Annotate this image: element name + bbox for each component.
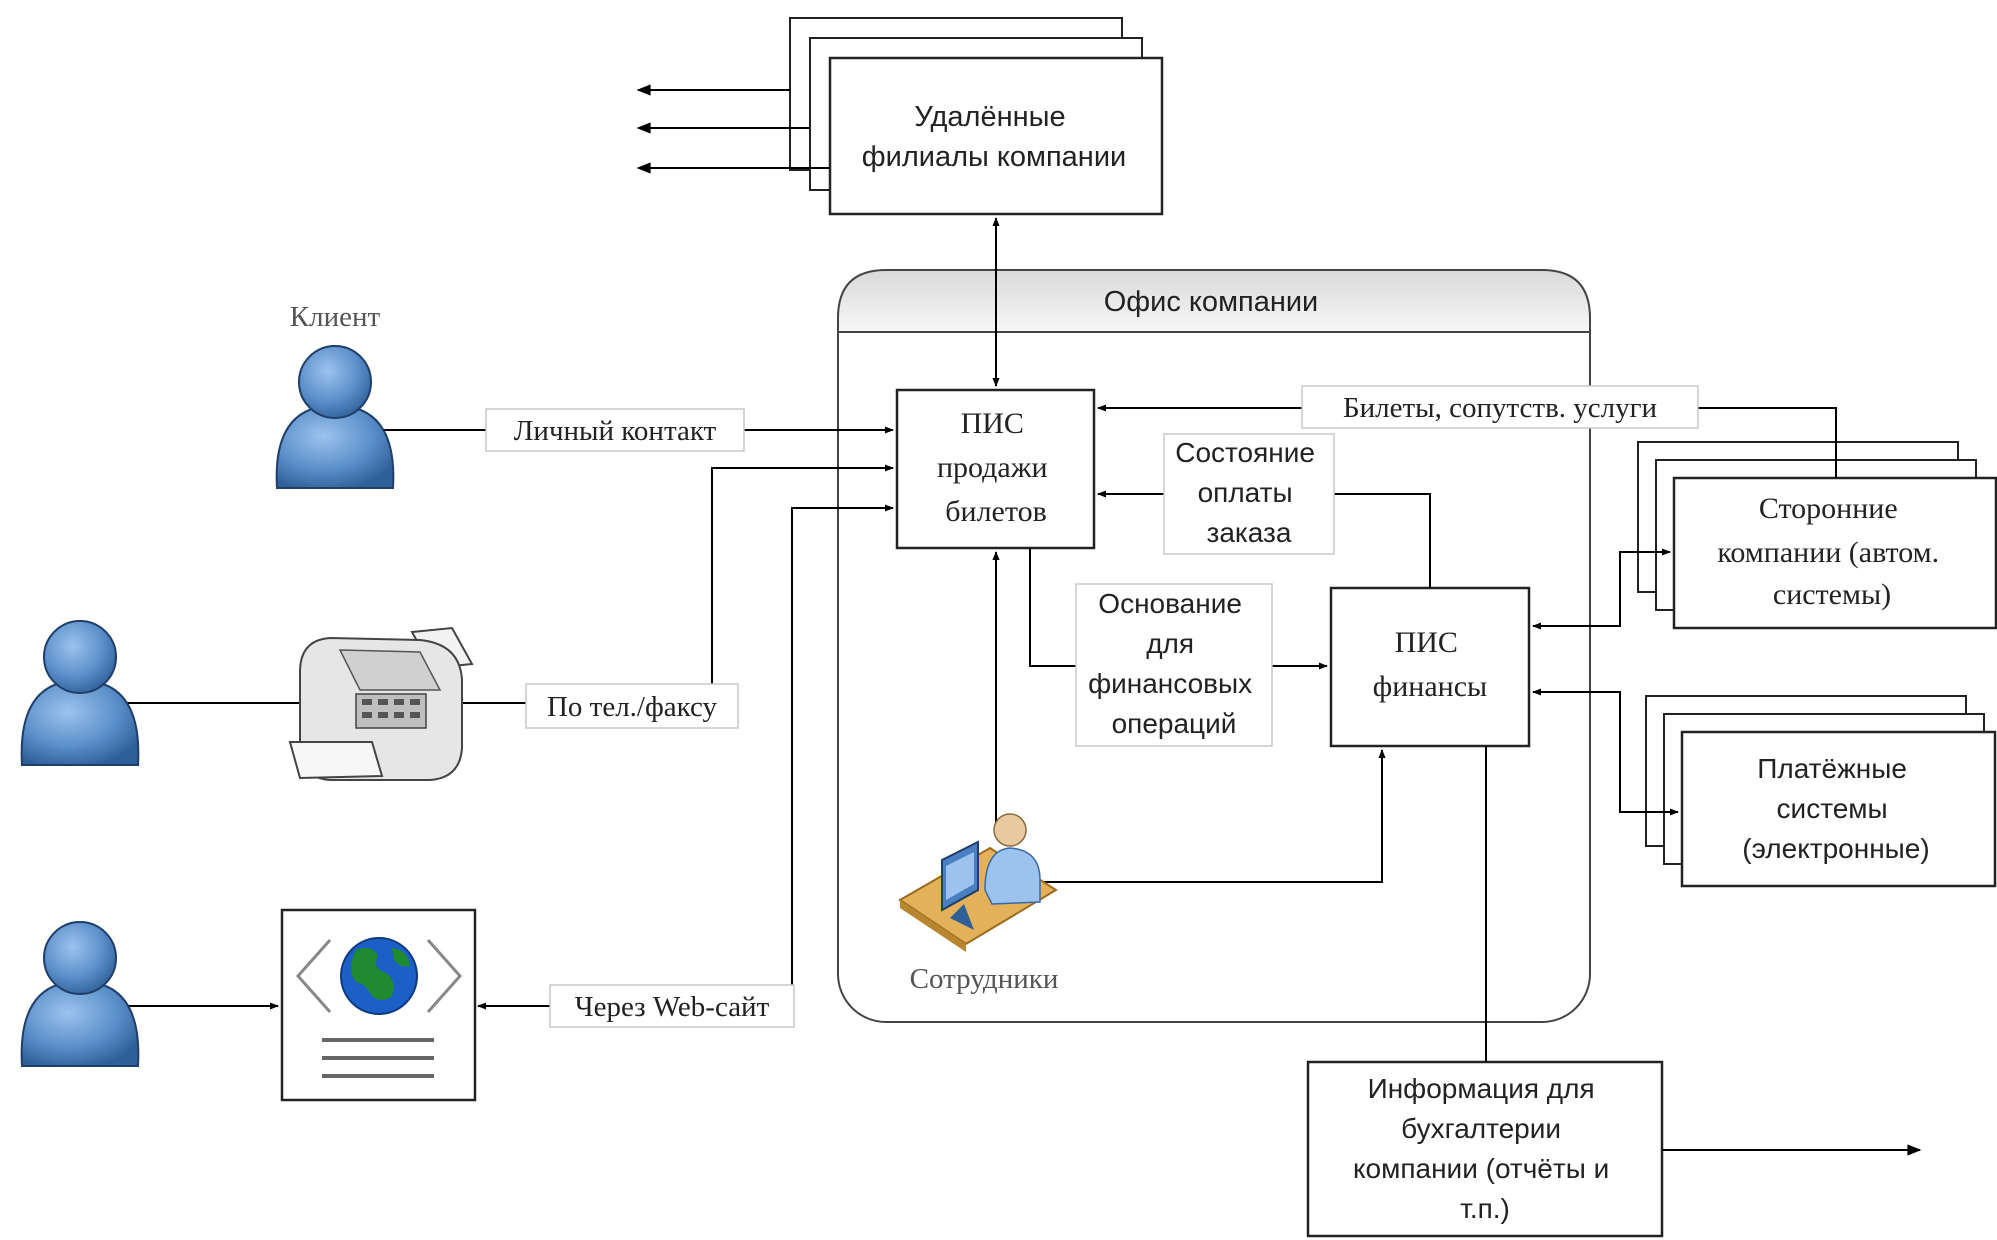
ticket-sales-pis-node: ПИС продажи билетов [895, 388, 1096, 550]
employee-workstation-icon [898, 813, 1058, 952]
staff-label: Сотрудники [910, 963, 1059, 995]
svg-text:Платёжные системы: Платёжные системы (электронные) [1742, 753, 1929, 864]
label-website-text: Через Web-сайт [575, 991, 770, 1023]
ticket-pis-line-1: ПИС [961, 407, 1024, 440]
label-phone-fax-text: По тел./факсу [547, 691, 718, 723]
label-phone-fax: По тел./факсу [525, 683, 739, 729]
label-personal-contact-text: Личный контакт [514, 415, 717, 447]
person-icon [20, 921, 140, 1067]
accounting-line-4: т.п.) [1460, 1193, 1510, 1224]
label-finance-basis-line-2: для [1146, 628, 1194, 659]
finance-pis-node: ПИС финансы [1329, 586, 1531, 748]
edge-web-ticket [791, 504, 894, 1006]
third-party-companies-node: Сторонние компании (автом. системы) [1637, 441, 1997, 630]
edge-finance-payment [1532, 688, 1679, 816]
third-party-line-2: компании (автом. [1717, 536, 1939, 569]
person-icon [20, 620, 140, 766]
svg-text:Информация для бухгалтер: Информация для бухгалтерии компании (отч… [1353, 1073, 1617, 1224]
label-tickets-services: Билеты, сопутств. услуги [1301, 385, 1699, 429]
label-finance-basis: Основание для финансовых операций [1075, 583, 1273, 747]
svg-text:ПИС финансы: ПИС финансы [1373, 626, 1487, 703]
fax-icon [288, 626, 474, 781]
label-tickets-services-text: Билеты, сопутств. услуги [1343, 392, 1657, 424]
label-personal-contact: Личный контакт [485, 408, 745, 452]
label-finance-basis-line-1: Основание [1098, 588, 1242, 619]
finance-pis-line-1: ПИС [1395, 626, 1458, 659]
client-label: Клиент [290, 301, 381, 333]
third-party-line-1: Сторонние [1759, 492, 1898, 525]
edge-finance-thirdparty [1532, 548, 1671, 630]
accounting-info-node: Информация для бухгалтерии компании (отч… [1306, 1060, 1664, 1238]
person-icon [275, 345, 395, 489]
edge-fax-ticket [711, 464, 894, 703]
payment-systems-line-2: системы [1777, 793, 1888, 824]
payment-systems-node: Платёжные системы (электронные) [1645, 695, 1997, 888]
label-website: Через Web-сайт [549, 984, 795, 1028]
svg-text:ПИС продажи билето: ПИС продажи билетов [937, 407, 1055, 528]
ticket-pis-line-2: продажи [937, 451, 1048, 484]
third-party-line-3: системы) [1773, 578, 1891, 611]
accounting-line-3: компании (отчёты и [1353, 1153, 1609, 1184]
payment-systems-line-3: (электронные) [1742, 833, 1929, 864]
remote-branches-line-2: филиалы компании [862, 141, 1126, 173]
website-icon [280, 908, 477, 1102]
ticket-pis-line-3: билетов [945, 495, 1046, 528]
label-payment-status-line-3: заказа [1207, 517, 1292, 548]
svg-text:Сторонние компании (авто: Сторонние компании (автом. системы) [1717, 492, 1946, 611]
svg-text:Удалённые филиалы компан: Удалённые филиалы компании [862, 101, 1126, 173]
remote-branches-outgoing-arrows [636, 84, 830, 174]
remote-branches-node: Удалённые филиалы компании [789, 17, 1164, 216]
label-payment-status: Состояние оплаты заказа [1163, 433, 1335, 555]
edge-staff-finance [1040, 749, 1386, 883]
edge-labels: Личный контакт По тел./факсу Через Web-с… [485, 385, 1699, 1028]
label-finance-basis-line-3: финансовых [1088, 668, 1252, 699]
label-payment-status-line-1: Состояние [1175, 437, 1315, 468]
office-title: Офис компании [1104, 286, 1319, 318]
accounting-line-2: бухгалтерии [1401, 1113, 1561, 1144]
payment-systems-line-1: Платёжные [1757, 753, 1907, 784]
svg-text:Состояние оплаты: Состояние оплаты заказа [1175, 437, 1323, 548]
svg-text:Основание для: Основание для финансовых операций [1088, 588, 1260, 739]
label-finance-basis-line-4: операций [1112, 708, 1237, 739]
label-payment-status-line-2: оплаты [1198, 477, 1293, 508]
remote-branches-line-1: Удалённые [914, 101, 1065, 133]
accounting-line-1: Информация для [1368, 1073, 1595, 1104]
finance-pis-line-2: финансы [1373, 670, 1487, 703]
